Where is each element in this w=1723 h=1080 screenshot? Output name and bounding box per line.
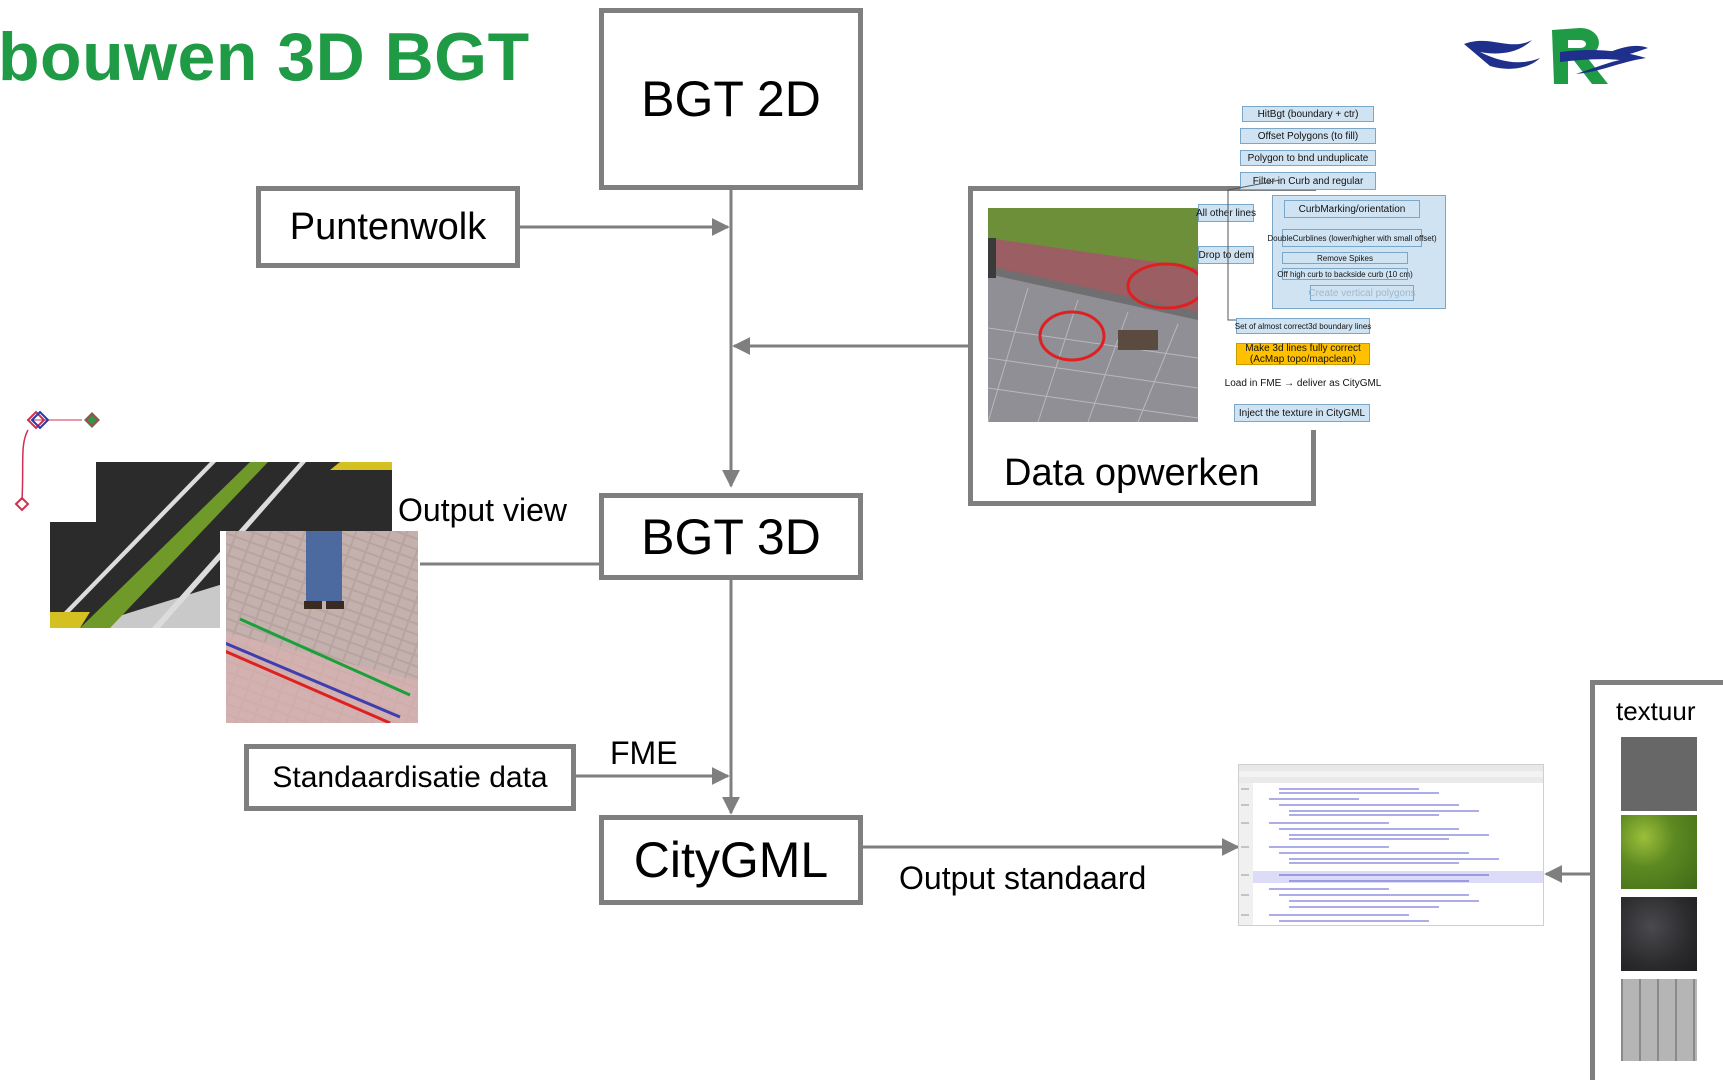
flow-step: Remove Spikes: [1282, 252, 1408, 264]
flow-step: Drop to dem: [1198, 246, 1254, 264]
flow-step-text: Make 3d lines fully correct: [1245, 343, 1361, 354]
label-fme: FME: [610, 735, 678, 771]
node-bgt-3d: BGT 3D: [599, 493, 863, 580]
flow-step-text: (AcMap topo/mapclean): [1249, 354, 1357, 365]
label-textuur: textuur: [1616, 696, 1696, 726]
flow-step: All other lines: [1196, 204, 1256, 222]
street-photo: [988, 208, 1198, 422]
flow-step: Inject the texture in CityGML: [1234, 404, 1370, 422]
curb-render-image: [220, 531, 418, 723]
gizmo-icon: [14, 410, 100, 512]
flow-step: CurbMarking/orientation: [1284, 200, 1420, 218]
flow-step: Load in FME → deliver as CityGML: [1225, 374, 1381, 392]
flow-step: Offset Polygons (to fill): [1240, 128, 1376, 144]
xml-editor-screenshot: [1238, 764, 1544, 926]
flow-step: Off high curb to backside curb (10 cm): [1277, 268, 1413, 280]
node-puntenwolk: Puntenwolk: [256, 186, 520, 268]
logo-emblem: [1464, 28, 1648, 84]
texture-swatch-grass: [1621, 815, 1697, 889]
label-output-view: Output view: [398, 492, 567, 528]
flow-step: HitBgt (boundary + ctr): [1242, 106, 1374, 122]
texture-swatch-asphalt: [1621, 737, 1697, 811]
flow-step: Polygon to bnd unduplicate: [1240, 150, 1376, 166]
texture-swatch-dark-asphalt: [1621, 897, 1697, 971]
label-output-standaard: Output standaard: [899, 860, 1147, 896]
texture-swatch-paving: [1621, 979, 1697, 1061]
flow-step: Create vertical polygons: [1308, 285, 1416, 301]
node-bgt-2d: BGT 2D: [599, 8, 863, 190]
slide-title: bouwen 3D BGT: [0, 19, 530, 95]
flow-step: DoubleCurblines (lower/higher with small…: [1267, 229, 1437, 247]
flow-connectors: [1227, 180, 1281, 321]
flow-step-highlight: Make 3d lines fully correct (AcMap topo/…: [1236, 343, 1370, 365]
node-citygml: CityGML: [599, 815, 863, 905]
label-data-opwerken: Data opwerken: [1004, 452, 1260, 494]
flow-step: Set of almost correct3d boundary lines: [1235, 318, 1371, 334]
node-standaardisatie-data: Standaardisatie data: [244, 744, 576, 811]
flow-step: Filter in Curb and regular: [1240, 172, 1376, 190]
